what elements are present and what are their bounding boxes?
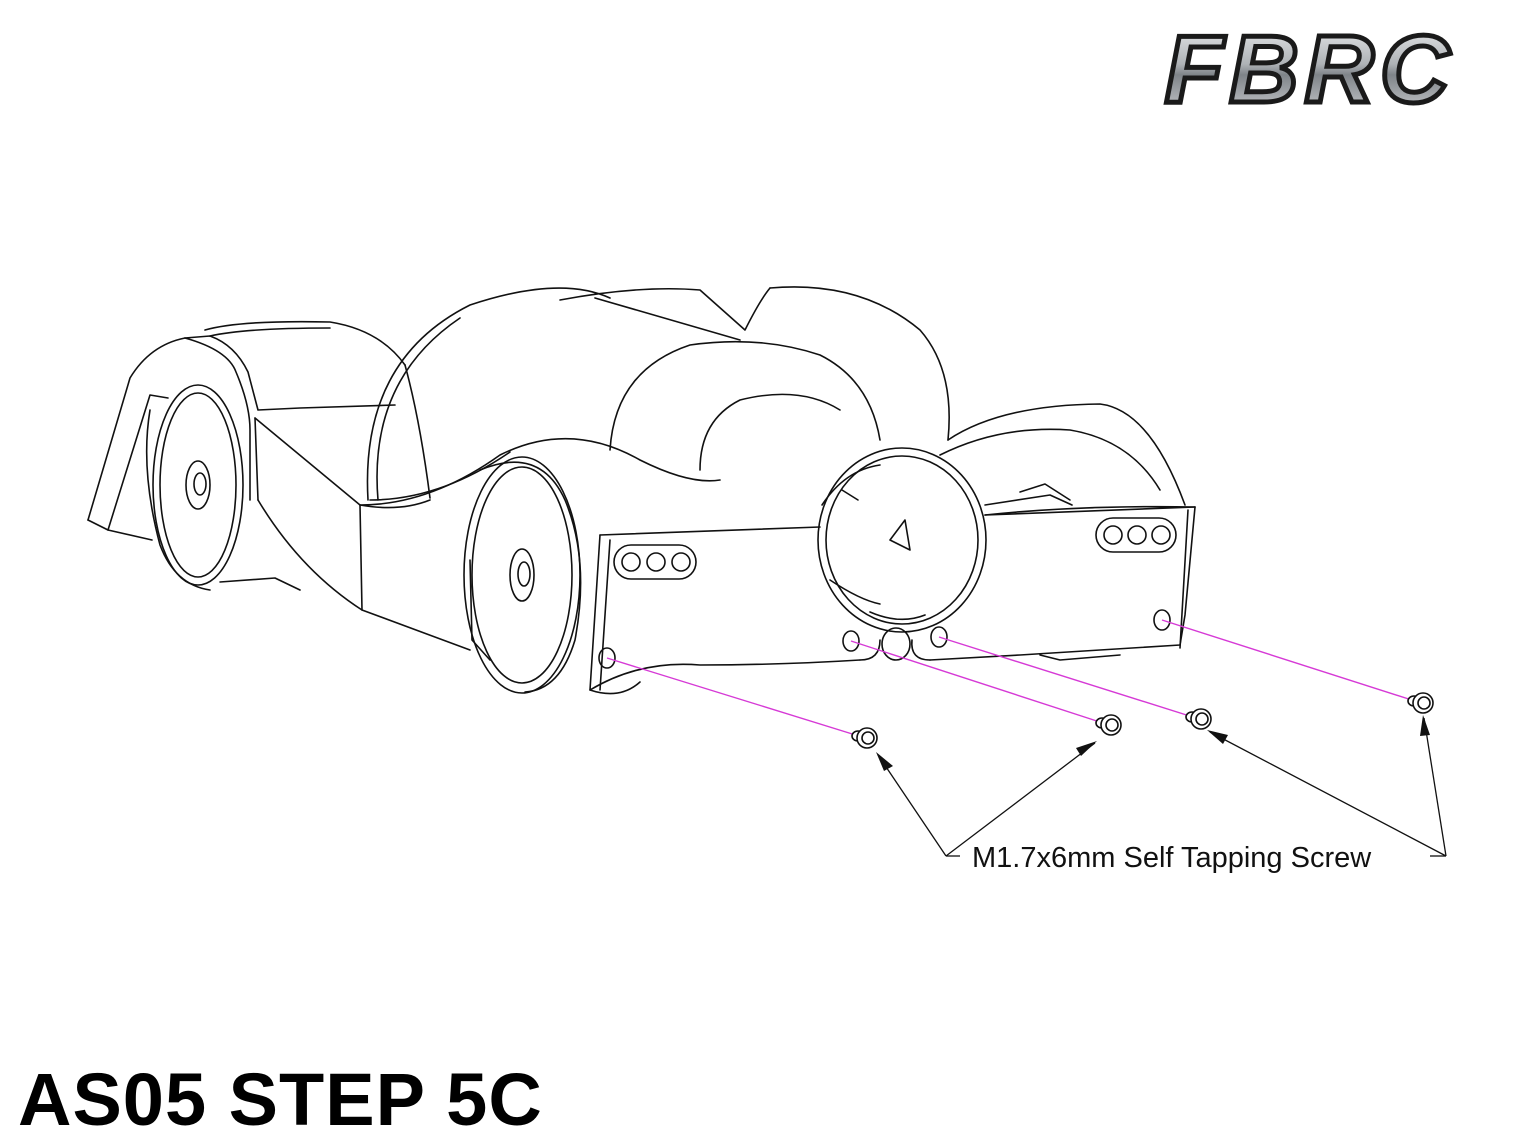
step-title: AS05 STEP 5C	[18, 1058, 543, 1141]
center-hump	[359, 286, 950, 506]
arrowhead-1	[876, 752, 893, 771]
fbrc-logo-wordmark: FBRC	[1165, 16, 1456, 123]
callout-leaders	[877, 717, 1447, 857]
arrowhead-3	[1207, 730, 1228, 744]
guide-line-2	[850, 640, 1107, 725]
screw-2	[1095, 714, 1122, 736]
leader-line-2	[945, 742, 1096, 857]
guide-line-1	[606, 657, 863, 738]
right-fender	[939, 403, 1196, 516]
left-light-pod	[613, 544, 697, 580]
screw-3	[1185, 708, 1212, 730]
screws	[851, 692, 1434, 749]
rear-bumper-plate	[589, 506, 1196, 695]
front-wheel	[463, 456, 582, 694]
leader-arrowheads	[876, 715, 1430, 771]
screw-4	[1407, 692, 1434, 714]
left-side-panel	[219, 417, 471, 651]
screw-callout-label: M1.7x6mm Self Tapping Screw	[972, 842, 1372, 874]
arrowhead-4	[1420, 715, 1430, 736]
guide-line-3	[938, 636, 1197, 719]
insertion-guides	[606, 619, 1419, 738]
guide-line-4	[1161, 619, 1419, 703]
leader-line-1	[877, 754, 947, 857]
leader-line-3	[1209, 731, 1447, 857]
screw-holes	[598, 609, 1171, 669]
screw-1	[851, 727, 878, 749]
right-light-pod	[1095, 517, 1177, 553]
leader-line-4	[1423, 717, 1447, 857]
rear-tube	[817, 447, 987, 633]
fbrc-logo: FBRC	[1162, 14, 1456, 126]
left-wheel	[145, 384, 244, 591]
left-fender	[87, 320, 406, 541]
arrowhead-2	[1076, 741, 1097, 756]
